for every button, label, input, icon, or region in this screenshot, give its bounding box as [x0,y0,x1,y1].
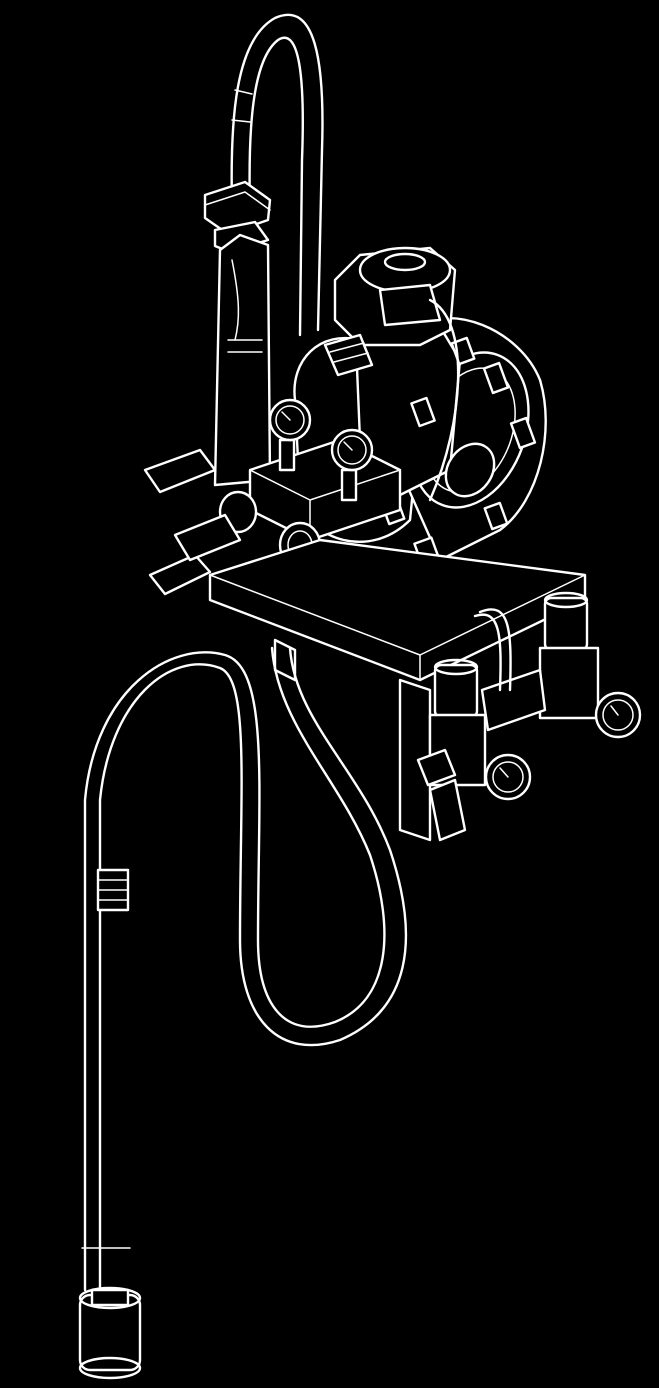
air-regulator-2 [538,591,642,739]
air-regulators [416,591,642,842]
pressure-gauge-icon [330,428,374,502]
inlet-valve-left [143,448,242,596]
air-valve-cap [333,246,457,347]
fluid-manifold [143,398,402,596]
pressure-gauge-icon [268,398,312,472]
suction-tube [213,233,272,487]
suction-strainer [78,1286,142,1380]
return-hose [230,13,324,337]
suction-hose [81,646,408,1292]
mounting-plate [208,538,587,842]
pump-badge [444,442,496,498]
hose-coupling [96,868,130,912]
